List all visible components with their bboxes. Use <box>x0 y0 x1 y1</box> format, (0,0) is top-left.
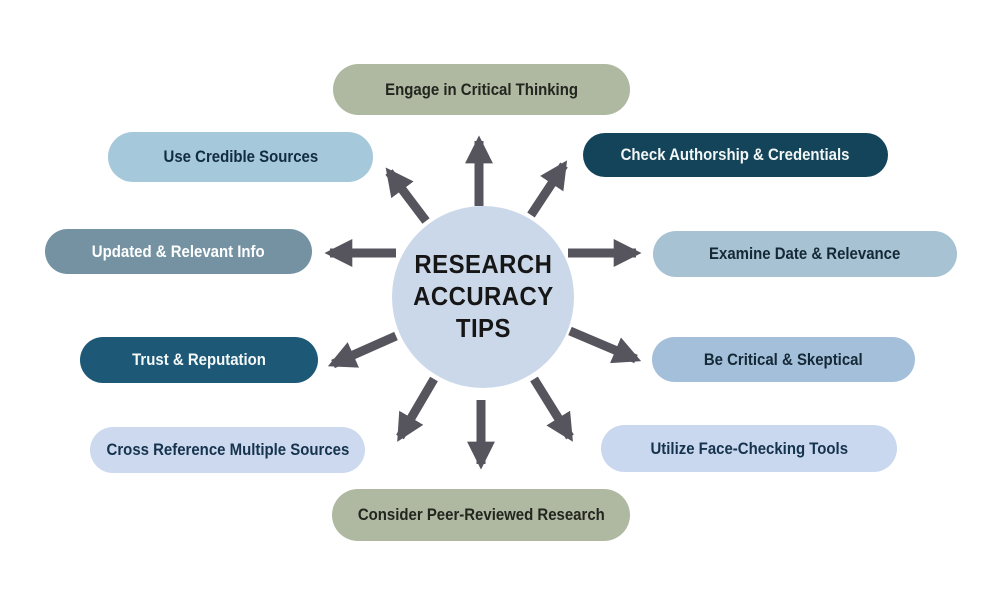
node-label: Be Critical & Skeptical <box>704 349 863 369</box>
arrow-to-utilize-face-checking-tools <box>530 376 574 442</box>
node-check-authorship-credentials: Check Authorship & Credentials <box>583 133 888 177</box>
node-utilize-face-checking-tools: Utilize Face-Checking Tools <box>601 425 897 472</box>
arrow-to-use-credible-sources <box>385 167 430 224</box>
arrow-to-be-critical-skeptical <box>568 326 642 364</box>
node-be-critical-skeptical: Be Critical & Skeptical <box>652 337 915 382</box>
node-label: Consider Peer-Reviewed Research <box>357 505 605 524</box>
node-use-credible-sources: Use Credible Sources <box>108 132 373 182</box>
node-label: Use Credible Sources <box>163 147 318 166</box>
center-title: RESEARCH ACCURACY TIPS <box>412 249 554 343</box>
arrow-to-trust-reputation <box>327 331 398 369</box>
center-circle: RESEARCH ACCURACY TIPS <box>392 206 574 388</box>
node-engage-critical-thinking: Engage in Critical Thinking <box>333 64 630 115</box>
node-label: Check Authorship & Credentials <box>621 145 850 164</box>
node-examine-date-relevance: Examine Date & Relevance <box>653 231 957 277</box>
node-updated-relevant-info: Updated & Relevant Info <box>45 229 312 274</box>
node-label: Updated & Relevant Info <box>92 241 265 261</box>
node-label: Engage in Critical Thinking <box>385 79 578 99</box>
arrow-to-check-authorship-credentials <box>527 160 568 218</box>
arrow-to-cross-reference-multiple-sources <box>396 376 438 442</box>
node-label: Examine Date & Relevance <box>709 244 901 263</box>
node-consider-peer-reviewed-research: Consider Peer-Reviewed Research <box>332 489 630 541</box>
node-label: Cross Reference Multiple Sources <box>106 440 349 459</box>
node-label: Trust & Reputation <box>132 350 266 369</box>
node-label: Utilize Face-Checking Tools <box>650 438 848 458</box>
node-cross-reference-multiple-sources: Cross Reference Multiple Sources <box>90 427 365 473</box>
node-trust-reputation: Trust & Reputation <box>80 337 318 383</box>
